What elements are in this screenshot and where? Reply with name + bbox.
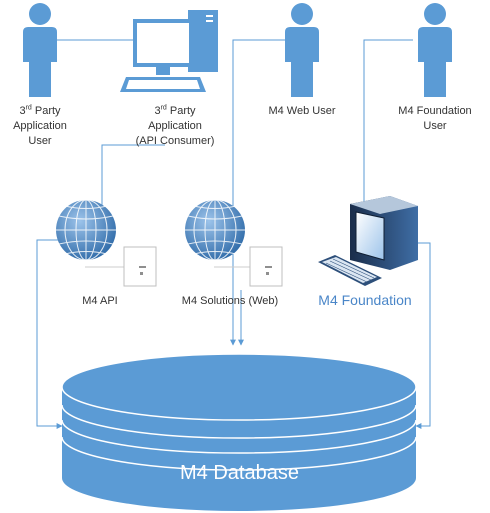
label-third-party-user: 3rd Party Application User <box>13 104 67 147</box>
person-icon <box>418 3 452 97</box>
label-third-party-app: 3rd Party Application (API Consumer) <box>135 104 215 147</box>
workstation-icon <box>350 196 418 270</box>
label-foundation: M4 Foundation <box>318 292 412 308</box>
keyboard-icon <box>318 255 382 286</box>
label-api: M4 API <box>82 295 118 307</box>
computer-icon <box>120 10 218 92</box>
label-solutions-web: M4 Solutions (Web) <box>181 295 279 307</box>
globe-icon <box>185 199 245 261</box>
server-icon <box>85 246 157 287</box>
person-icon <box>23 3 57 97</box>
connector-api-db <box>36 239 70 429</box>
label-web-user: M4 Web User <box>268 105 336 117</box>
database-icon <box>61 353 417 511</box>
server-icon <box>214 246 283 287</box>
label-database: M4 Database <box>180 462 299 484</box>
person-icon <box>285 3 319 97</box>
label-foundation-user: M4 Foundation User <box>398 105 472 132</box>
globe-icon <box>56 199 116 261</box>
connector-app-api <box>101 144 165 210</box>
connector-founduser-ws <box>361 39 413 241</box>
